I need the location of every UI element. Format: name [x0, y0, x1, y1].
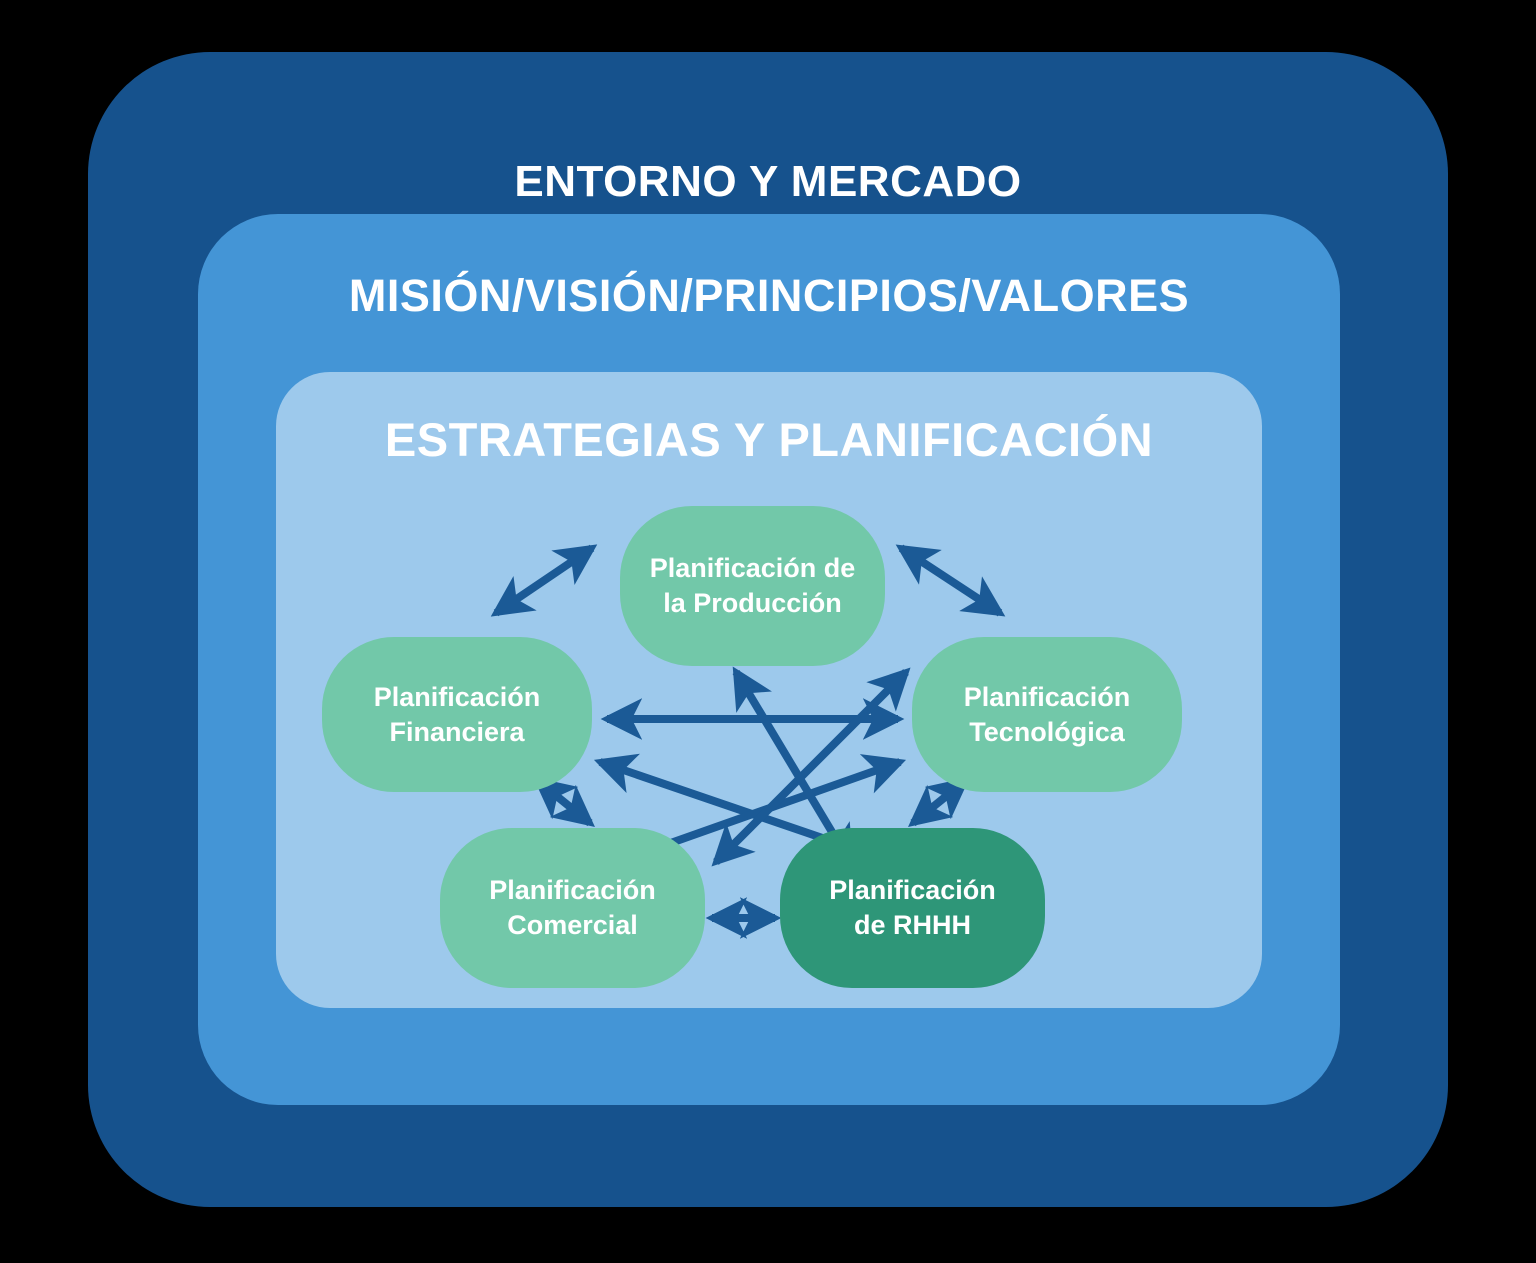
node-label: Planificación de RHHH	[829, 875, 996, 940]
node-planificacion-rhhh[interactable]: Planificación de RHHH	[780, 828, 1045, 988]
node-label: Planificación Tecnológica	[963, 681, 1131, 747]
node-label: Planificación Comercial	[489, 875, 656, 940]
layer-mision-title: MISIÓN/VISIÓN/PRINCIPIOS/VALORES	[348, 270, 1190, 321]
layer-entorno-title: ENTORNO Y MERCADO	[514, 157, 1022, 206]
node-planificacion-comercial[interactable]: Planificación Comercial	[440, 828, 705, 988]
node-label: Planificación de la Producción	[649, 553, 856, 618]
node-planificacion-produccion[interactable]: Planificación de la Producción	[620, 506, 885, 666]
node-planificacion-tecnologica[interactable]: Planificación Tecnológica	[912, 637, 1182, 792]
layer-estrategias-title: ESTRATEGIAS Y PLANIFICACIÓN	[384, 413, 1154, 466]
node-label: Planificación Financiera	[373, 681, 541, 747]
node-planificacion-financiera[interactable]: Planificación Financiera	[322, 637, 592, 792]
